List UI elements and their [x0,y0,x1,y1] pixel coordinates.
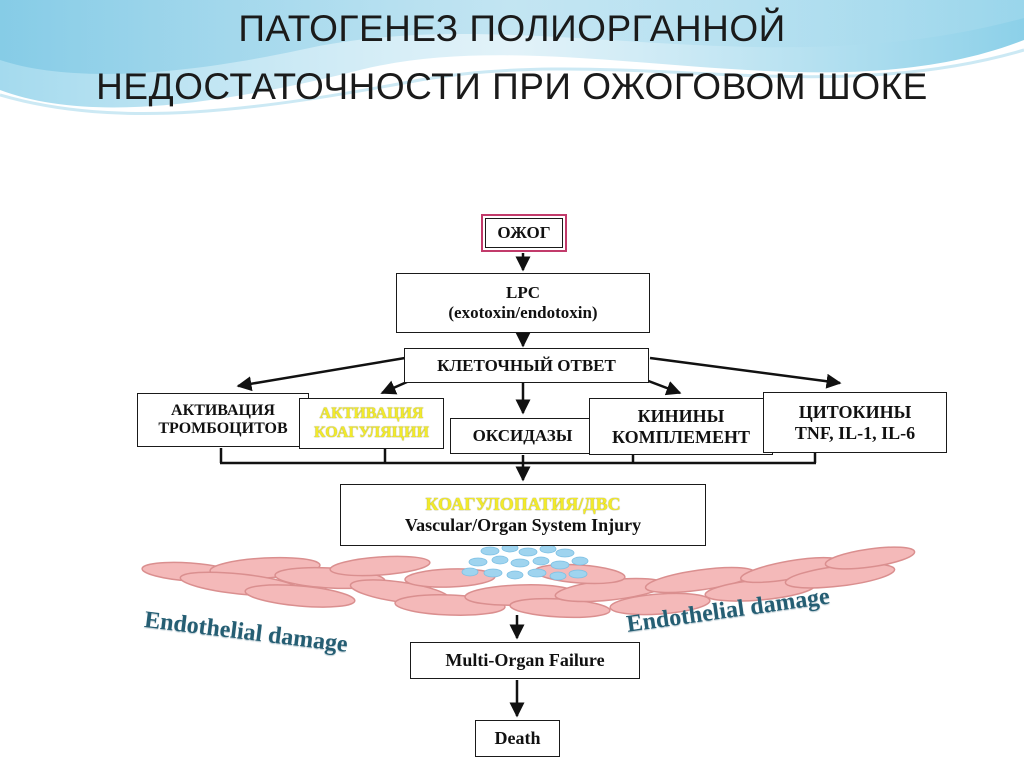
node-burn-label: ОЖОГ [497,223,551,243]
node-coag-line2: КОАГУЛЯЦИИ [313,423,430,441]
node-coagulopathy-line1: КОАГУЛОПАТИЯ/ДВС [425,494,621,515]
node-kinins-line2: КОМПЛЕМЕНТ [611,426,750,447]
node-multi-organ-failure: Multi-Organ Failure [410,642,640,679]
node-cytokines-line2: TNF, IL-1, IL-6 [794,422,916,443]
node-cell-response-label: КЛЕТОЧНЫЙ ОТВЕТ [437,355,616,375]
page-title-line1: ПАТОГЕНЕЗ ПОЛИОРГАННОЙ [238,8,786,49]
node-lpc: LPC (exotoxin/endotoxin) [396,273,650,333]
node-kinins-complement: КИНИНЫ КОМПЛЕМЕНТ [589,398,773,455]
node-coagulation-activation: АКТИВАЦИЯ КОАГУЛЯЦИИ [299,398,444,449]
arrow-cell-cytokines [649,356,842,389]
node-coagulopathy: КОАГУЛОПАТИЯ/ДВС Vascular/Organ System I… [340,484,706,546]
page-title: ПАТОГЕНЕЗ ПОЛИОРГАННОЙ [0,8,1024,50]
node-kinins-line1: КИНИНЫ [637,405,725,426]
page-title-line2: НЕДОСТАТОЧНОСТИ ПРИ ОЖОГОВОМ ШОКЕ [96,66,928,107]
node-cytokines-line1: ЦИТОКИНЫ [798,401,912,422]
node-oxidases: ОКСИДАЗЫ [450,418,595,454]
node-burn: ОЖОГ [481,214,567,252]
node-platelet-line1: АКТИВАЦИЯ [171,401,275,419]
node-oxidases-label: ОКСИДАЗЫ [472,426,573,446]
node-coag-line1: АКТИВАЦИЯ [319,405,424,423]
node-platelet-activation: АКТИВАЦИЯ ТРОМБОЦИТОВ [137,393,309,447]
node-cell-response: КЛЕТОЧНЫЙ ОТВЕТ [404,348,649,383]
node-death-label: Death [494,728,541,749]
node-coagulopathy-line2: Vascular/Organ System Injury [404,515,642,535]
node-mof-label: Multi-Organ Failure [445,650,605,671]
node-cytokines: ЦИТОКИНЫ TNF, IL-1, IL-6 [763,392,947,453]
page-title: НЕДОСТАТОЧНОСТИ ПРИ ОЖОГОВОМ ШОКЕ [0,66,1024,108]
node-lpc-line2: (exotoxin/endotoxin) [448,303,598,322]
arrow-cell-platelet [236,356,406,392]
node-platelet-line2: ТРОМБОЦИТОВ [158,420,288,437]
node-death: Death [475,720,560,757]
node-lpc-line1: LPC [506,283,540,303]
